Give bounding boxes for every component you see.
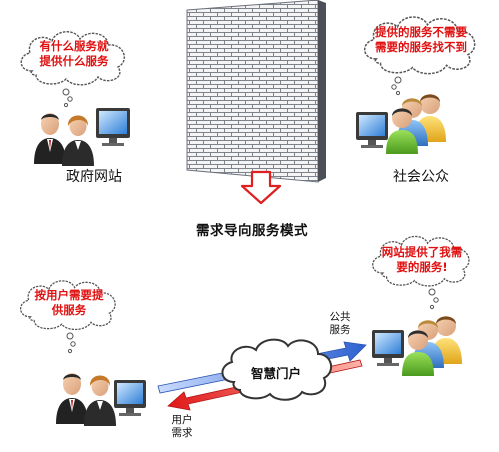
- public-service-line-2: 服务: [329, 324, 351, 336]
- public-bubble-line-2: 需要的服务找不到: [375, 40, 467, 54]
- gov-thought-bubble: [20, 31, 126, 108]
- user-demand-line-1: 用户: [171, 414, 193, 426]
- smart-portal-cloud: [221, 338, 333, 401]
- public-service-line-1: 公共: [329, 311, 351, 323]
- government-staff-icon-bottom: [56, 373, 116, 426]
- public-thought-bubble-bottom: [372, 235, 470, 310]
- gov-bubble-line-2: 提供什么服务: [39, 54, 109, 68]
- smart-portal-label: 智慧门户: [251, 366, 302, 381]
- public-bubble-text: 提供的服务不需要 需要的服务找不到: [362, 25, 480, 55]
- brick-wall-icon: [186, 0, 326, 183]
- user-demand-line-2: 需求: [171, 427, 193, 439]
- public-group-icon-bottom: [402, 316, 462, 376]
- public-label: 社会公众: [393, 169, 449, 185]
- down-arrow-icon: [240, 170, 282, 205]
- gov-bubble-text: 有什么服务就 提供什么服务: [26, 39, 122, 69]
- gov-bubble-bottom-line-1: 按用户需要提: [34, 288, 104, 302]
- computer-monitor-icon-public: [356, 112, 388, 148]
- public-bubble-line-1: 提供的服务不需要: [375, 25, 467, 39]
- diagram-caption: 需求导向服务模式: [196, 223, 308, 239]
- gov-thought-bubble-bottom: [19, 280, 116, 354]
- computer-monitor-icon-public-bottom: [372, 330, 404, 366]
- public-bubble-bottom-line-2: 要的服务!: [396, 260, 448, 274]
- public-bubble-bottom-text: 网站提供了我需 要的服务!: [370, 245, 474, 275]
- computer-monitor-icon-bottom: [114, 380, 146, 416]
- public-service-label: 公共 服务: [322, 311, 358, 337]
- gov-bubble-bottom-line-2: 供服务: [51, 303, 87, 317]
- computer-monitor-icon: [96, 108, 130, 146]
- gov-bubble-line-1: 有什么服务就: [39, 39, 109, 53]
- user-demand-label: 用户 需求: [164, 414, 200, 440]
- government-staff-icon: [34, 113, 94, 166]
- public-group-icon: [386, 94, 446, 154]
- public-bubble-bottom-line-1: 网站提供了我需: [381, 245, 463, 259]
- gov-website-label: 政府网站: [66, 169, 122, 185]
- public-thought-bubble: [363, 16, 476, 96]
- gov-bubble-bottom-text: 按用户需要提 供服务: [24, 288, 114, 318]
